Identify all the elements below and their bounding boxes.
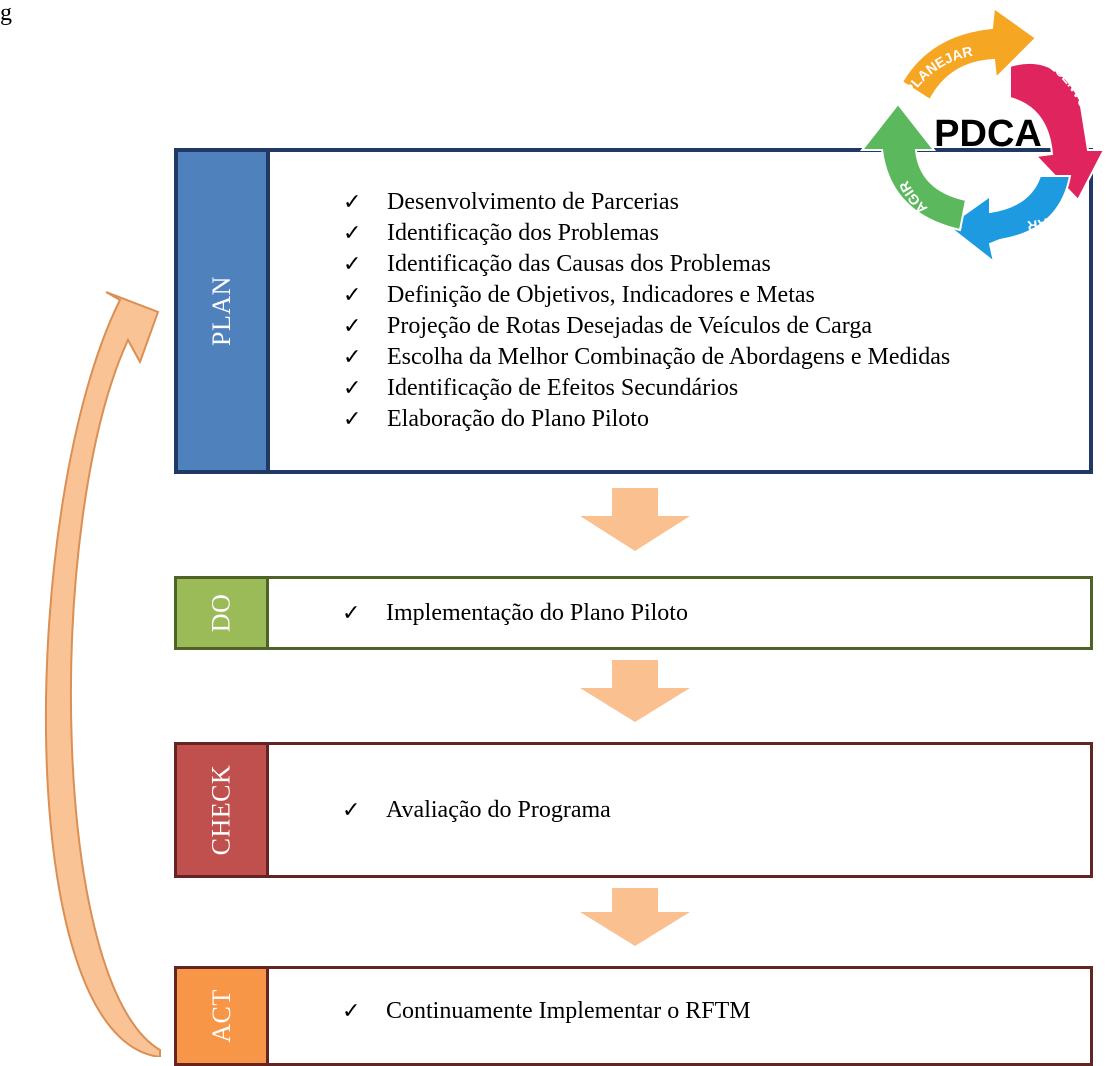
check-icon: ✓ bbox=[342, 797, 361, 823]
stage-plan-label: PLAN bbox=[207, 276, 236, 346]
check-icon: ✓ bbox=[343, 190, 362, 215]
stage-do-list: ✓Implementação do Plano Piloto bbox=[342, 579, 1090, 647]
stage-do-label-bar: DO bbox=[177, 579, 269, 647]
stage-check-label: CHECK bbox=[206, 764, 236, 856]
stage-do: DO ✓Implementação do Plano Piloto bbox=[174, 576, 1093, 650]
check-icon: ✓ bbox=[343, 314, 362, 339]
list-item: ✓Avaliação do Programa bbox=[342, 795, 1090, 826]
down-arrow-check-act bbox=[580, 888, 690, 946]
check-icon: ✓ bbox=[342, 999, 361, 1024]
check-icon: ✓ bbox=[343, 345, 362, 370]
stage-check-list: ✓Avaliação do Programa bbox=[342, 745, 1090, 875]
check-icon: ✓ bbox=[343, 407, 362, 432]
stage-act: ACT ✓Continuamente Implementar o RFTM bbox=[174, 966, 1093, 1066]
list-item: ✓Identificação de Efeitos Secundários bbox=[343, 373, 1089, 404]
stage-act-list: ✓Continuamente Implementar o RFTM bbox=[342, 969, 1090, 1063]
check-icon: ✓ bbox=[342, 600, 361, 626]
list-item: ✓Elaboração do Plano Piloto bbox=[343, 404, 1089, 435]
list-item: ✓Identificação dos Problemas bbox=[343, 218, 1089, 249]
list-item: ✓Identificação das Causas dos Problemas bbox=[343, 249, 1089, 280]
down-arrow-do-check bbox=[580, 660, 690, 722]
list-item: ✓Definição de Objetivos, Indicadores e M… bbox=[343, 280, 1089, 311]
curved-return-arrow bbox=[44, 291, 161, 1057]
check-icon: ✓ bbox=[343, 252, 362, 277]
stage-plan-list: ✓Desenvolvimento de Parcerias ✓Identific… bbox=[343, 152, 1089, 470]
stage-plan-label-bar: PLAN bbox=[178, 152, 270, 470]
stage-check-label-bar: CHECK bbox=[177, 745, 269, 875]
list-item: ✓Desenvolvimento de Parcerias bbox=[343, 187, 1089, 218]
list-item: ✓Implementação do Plano Piloto bbox=[342, 598, 1090, 629]
stage-act-label: ACT bbox=[206, 989, 236, 1043]
list-item: ✓Projeção de Rotas Desejadas de Veículos… bbox=[343, 311, 1089, 342]
check-icon: ✓ bbox=[343, 376, 362, 401]
check-icon: ✓ bbox=[343, 221, 362, 246]
stage-act-label-bar: ACT bbox=[177, 969, 269, 1063]
down-arrow-plan-do bbox=[580, 488, 690, 551]
page-fragment-text: g bbox=[0, 0, 12, 26]
check-icon: ✓ bbox=[343, 283, 362, 308]
list-item: ✓Escolha da Melhor Combinação de Abordag… bbox=[343, 342, 1089, 373]
stage-check: CHECK ✓Avaliação do Programa bbox=[174, 742, 1093, 878]
stage-do-label: DO bbox=[206, 593, 236, 633]
stage-plan: PLAN ✓Desenvolvimento de Parcerias ✓Iden… bbox=[174, 148, 1093, 474]
list-item: ✓Continuamente Implementar o RFTM bbox=[342, 996, 1090, 1027]
